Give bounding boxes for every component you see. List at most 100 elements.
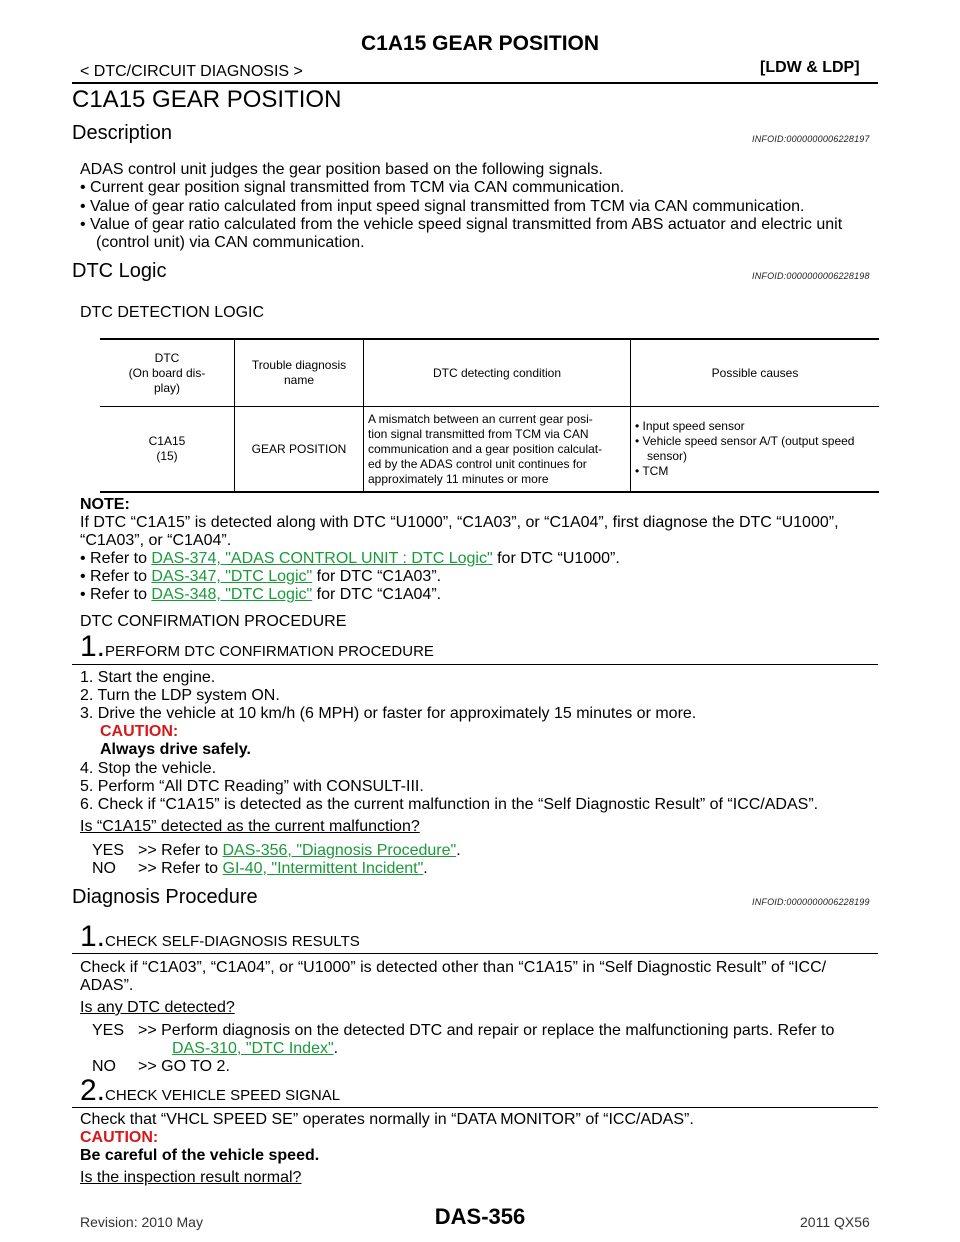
header-dtc: DTC (On board dis- play) bbox=[100, 338, 235, 407]
no-row: NO >> Refer to GI-40, "Intermittent Incid… bbox=[92, 860, 428, 877]
cause-item: • TCM bbox=[635, 464, 669, 478]
yes-row: YES >> Refer to DAS-356, "Diagnosis Proce… bbox=[92, 842, 461, 859]
ref-link-das-348[interactable]: DAS-348, "DTC Logic" bbox=[151, 586, 313, 603]
header-text: DTC bbox=[154, 350, 180, 365]
cause-text: Input speed sensor bbox=[642, 419, 745, 433]
note-label: NOTE: bbox=[80, 496, 130, 513]
step-number: 1. bbox=[80, 630, 106, 663]
step-rule bbox=[72, 1107, 878, 1108]
step-title: CHECK VEHICLE SPEED SIGNAL bbox=[105, 1087, 341, 1104]
note-text: If DTC “C1A15” is detected along with DT… bbox=[80, 514, 839, 531]
ref-suffix: for DTC “U1000”. bbox=[497, 550, 620, 567]
confirm-question: Is “C1A15” detected as the current malfu… bbox=[80, 818, 420, 835]
diag-step-1-question: Is any DTC detected? bbox=[80, 999, 235, 1016]
dtc-sub: (15) bbox=[156, 449, 178, 463]
refer-line: • Refer to DAS-374, "ADAS CONTROL UNIT :… bbox=[80, 550, 620, 567]
description-bullet: • Current gear position signal transmitt… bbox=[80, 179, 625, 196]
caution-label: CAUTION: bbox=[80, 1129, 159, 1146]
refer-prefix: Refer to bbox=[90, 550, 147, 567]
link-das-310[interactable]: DAS-310, "DTC Index" bbox=[172, 1040, 334, 1057]
diagnosis-infoid: INFOID:0000000006228199 bbox=[752, 897, 870, 907]
table-header-row: DTC (On board dis- play) Trouble diagnos… bbox=[100, 338, 879, 407]
description-heading: Description bbox=[72, 122, 173, 144]
header-text: name bbox=[283, 373, 315, 387]
step-title: CHECK SELF-DIAGNOSIS RESULTS bbox=[105, 933, 360, 950]
description-intro: ADAS control unit judges the gear positi… bbox=[80, 161, 603, 178]
footer-model: 2011 QX56 bbox=[800, 1214, 870, 1230]
bullet-text: Value of gear ratio calculated from inpu… bbox=[90, 198, 805, 215]
dtc-code: C1A15 bbox=[148, 434, 186, 448]
no-prefix: >> Refer to bbox=[138, 860, 219, 877]
breadcrumb: < DTC/CIRCUIT DIAGNOSIS > bbox=[80, 63, 303, 80]
yes-prefix: >> Refer to bbox=[138, 842, 219, 859]
yes-row: YES >> Perform diagnosis on the detected … bbox=[92, 1022, 882, 1040]
procedure-step: 4. Stop the vehicle. bbox=[80, 760, 217, 777]
link-das-356[interactable]: DAS-356, "Diagnosis Procedure" bbox=[222, 842, 457, 859]
cause-text: TCM bbox=[642, 464, 669, 478]
procedure-step: 1. Start the engine. bbox=[80, 669, 216, 686]
condition-line: approximately 11 minutes or more bbox=[368, 471, 549, 486]
cell-condition: A mismatch between an current gear posi-… bbox=[363, 406, 631, 493]
description-bullet: • Value of gear ratio calculated from in… bbox=[80, 198, 805, 215]
yes-text: >> Perform diagnosis on the detected DTC… bbox=[138, 1022, 835, 1039]
header-text: play) bbox=[153, 380, 180, 395]
ref-link-das-347[interactable]: DAS-347, "DTC Logic" bbox=[151, 568, 313, 585]
cause-item-continued: sensor) bbox=[647, 449, 688, 463]
footer-page-number: DAS-356 bbox=[434, 1204, 526, 1229]
page-title: C1A15 GEAR POSITION bbox=[72, 86, 342, 113]
no-label: NO bbox=[92, 1058, 116, 1075]
bullet-text: Current gear position signal transmitted… bbox=[90, 179, 625, 196]
yes-row-continued: DAS-310, "DTC Index". bbox=[172, 1040, 339, 1057]
step-title: PERFORM DTC CONFIRMATION PROCEDURE bbox=[105, 643, 434, 660]
cause-item: • Input speed sensor bbox=[635, 419, 745, 433]
step-rule bbox=[72, 953, 878, 954]
header-text: (On board dis- bbox=[128, 365, 206, 380]
dtc-detection-logic-heading: DTC DETECTION LOGIC bbox=[80, 304, 265, 321]
condition-line: tion signal transmitted from TCM via CAN bbox=[368, 426, 589, 441]
refer-prefix: Refer to bbox=[90, 568, 147, 585]
diag-step-2-question: Is the inspection result normal? bbox=[80, 1169, 302, 1186]
cell-dtc: C1A15 (15) bbox=[100, 406, 235, 493]
no-row: NO >> GO TO 2. bbox=[92, 1058, 230, 1076]
caution-text: Be careful of the vehicle speed. bbox=[80, 1147, 320, 1164]
step-number: 1. bbox=[80, 920, 106, 953]
yes-label: YES bbox=[92, 842, 125, 859]
description-bullet-continued: (control unit) via CAN communication. bbox=[96, 234, 365, 251]
header-causes: Possible causes bbox=[630, 338, 879, 407]
description-infoid: INFOID:0000000006228197 bbox=[752, 134, 870, 144]
footer-revision: Revision: 2010 May bbox=[80, 1214, 203, 1230]
procedure-step: 2. Turn the LDP system ON. bbox=[80, 687, 280, 704]
ref-link-das-374[interactable]: DAS-374, "ADAS CONTROL UNIT : DTC Logic" bbox=[151, 550, 493, 567]
cause-text: Vehicle speed sensor A/T (output speed bbox=[642, 434, 855, 448]
diag-step-1: 1.CHECK SELF-DIAGNOSIS RESULTS bbox=[80, 922, 360, 952]
dtc-confirmation-heading: DTC CONFIRMATION PROCEDURE bbox=[80, 613, 347, 630]
header-rule bbox=[72, 82, 878, 84]
dtc-logic-infoid: INFOID:0000000006228198 bbox=[752, 271, 870, 281]
caution-label: CAUTION: bbox=[100, 723, 179, 740]
dtc-logic-heading: DTC Logic bbox=[72, 260, 167, 282]
condition-line: communication and a gear position calcul… bbox=[368, 441, 603, 456]
refer-line: • Refer to DAS-347, "DTC Logic" for DTC … bbox=[80, 568, 442, 585]
condition-line: ed by the ADAS control unit continues fo… bbox=[368, 456, 587, 471]
cell-causes: • Input speed sensor • Vehicle speed sen… bbox=[630, 406, 879, 493]
dtc-table: DTC (On board dis- play) Trouble diagnos… bbox=[100, 338, 879, 493]
confirm-step-1: 1.PERFORM DTC CONFIRMATION PROCEDURE bbox=[80, 632, 434, 662]
diagnosis-procedure-heading: Diagnosis Procedure bbox=[72, 886, 258, 908]
refer-prefix: Refer to bbox=[90, 586, 147, 603]
section-tag: [LDW & LDP] bbox=[760, 59, 860, 76]
no-label: NO bbox=[92, 860, 116, 877]
caution-text: Always drive safely. bbox=[100, 741, 251, 758]
diag-step-2-text: Check that “VHCL SPEED SE” operates norm… bbox=[80, 1111, 694, 1128]
bullet-text: Value of gear ratio calculated from the … bbox=[90, 216, 843, 233]
refer-line: • Refer to DAS-348, "DTC Logic" for DTC … bbox=[80, 586, 442, 603]
table-row: C1A15 (15) GEAR POSITION A mismatch betw… bbox=[100, 406, 879, 493]
yes-label: YES bbox=[92, 1022, 125, 1039]
cause-item: • Vehicle speed sensor A/T (output speed bbox=[635, 434, 855, 448]
no-text: >> GO TO 2. bbox=[138, 1058, 230, 1075]
step-number: 2. bbox=[80, 1074, 106, 1107]
procedure-step: 3. Drive the vehicle at 10 km/h (6 MPH) … bbox=[80, 705, 697, 722]
description-bullet: • Value of gear ratio calculated from th… bbox=[80, 216, 843, 233]
link-gi-40[interactable]: GI-40, "Intermittent Incident" bbox=[222, 860, 424, 877]
diag-step-2: 2.CHECK VEHICLE SPEED SIGNAL bbox=[80, 1076, 340, 1106]
ref-suffix: for DTC “C1A04”. bbox=[316, 586, 442, 603]
